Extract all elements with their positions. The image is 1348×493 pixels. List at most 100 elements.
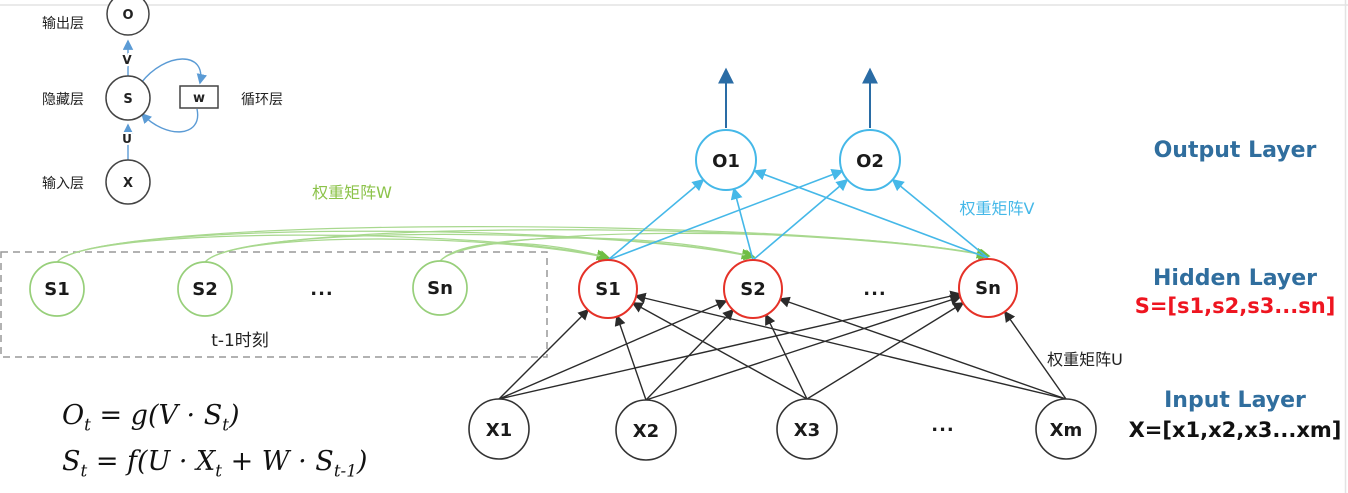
mini-output-node-label: O (122, 8, 133, 23)
output-layer-caption: Output Layer (1128, 140, 1342, 162)
mini-output-layer-label: 输出层 (42, 16, 84, 32)
mini-rnn-diagram: O S X w V U 输出层 隐藏层 输入层 循环层 (42, 0, 283, 205)
hidden-layer-title: Hidden Layer (1153, 266, 1317, 291)
input-layer-caption: Input Layer X=[x1,x2,x3...xm] (1128, 390, 1342, 441)
mini-recurrent-layer-label: 循环层 (241, 92, 283, 108)
u-line-xm-s1 (634, 292, 1067, 400)
mini-weight-box-label: w (193, 91, 205, 106)
hidden-layer-caption: Hidden Layer S=[s1,s2,s3...sn] (1128, 268, 1342, 317)
formula-s-term2: + W · S (222, 446, 334, 477)
mini-hidden-layer-label: 隐藏层 (42, 92, 84, 108)
prev-node-sn (412, 260, 468, 316)
mini-hidden-node-label: S (123, 92, 132, 107)
v-line-s2-o1 (730, 187, 754, 261)
input-node-x3 (776, 398, 838, 460)
output-node-o1-label: O1 (712, 151, 740, 172)
u-line-xm-sn (1004, 310, 1067, 400)
output-layer-title: Output Layer (1153, 138, 1317, 163)
prev-row-ellipsis: ... (310, 279, 334, 300)
u-line-x3-s2 (765, 313, 808, 400)
v-line-sn-o2 (891, 178, 989, 259)
input-node-x2-label: X2 (633, 421, 659, 442)
u-line-x3-s1 (631, 302, 808, 400)
formula-s-close: ) (356, 446, 368, 477)
prev-node-s2-label: S2 (192, 279, 218, 300)
u-line-x2-s1 (614, 314, 647, 401)
state-formula: St = f(U · Xt + W · St-1) (62, 446, 367, 480)
formula-s-lhs-sub: t (80, 460, 88, 481)
u-line-x1-s2 (498, 299, 728, 400)
input-vector-label: X=[x1,x2,x3...xm] (1128, 418, 1342, 442)
output-node-o1 (695, 129, 757, 191)
hidden-row-ellipsis: ... (863, 279, 887, 300)
input-layer-title: Input Layer (1164, 388, 1306, 413)
mini-input-node (105, 159, 151, 205)
mini-output-node (106, 0, 150, 36)
formula-o-rhs: = g(V · S (90, 400, 223, 431)
hidden-layer-nodes: S1 S2 ... Sn (578, 258, 1018, 319)
prev-node-s1 (29, 261, 85, 317)
v-line-sn-o1 (753, 168, 989, 259)
w-curve-s2prev-s2 (204, 233, 755, 263)
w-curve-s2prev-sn (204, 229, 990, 263)
output-layer-nodes: O1 O2 (695, 129, 901, 191)
formula-s-lhs: S (62, 446, 81, 477)
hidden-node-s2 (723, 259, 783, 319)
v-weight-lines (607, 168, 989, 261)
mini-input-node-label: X (123, 176, 133, 191)
input-node-x2 (615, 399, 677, 461)
u-line-x2-sn (645, 294, 962, 401)
mini-recurrent-arc-top (140, 58, 207, 85)
prev-state-nodes: S1 S2 ... Sn t-1时刻 (29, 260, 468, 351)
formula-s-term2-sub: t-1 (333, 460, 357, 481)
formula-o-rhs-sub: t (222, 414, 229, 435)
u-line-x1-sn (498, 290, 962, 400)
w-weight-curves (56, 226, 991, 263)
v-line-s2-o2 (752, 178, 849, 261)
mini-u-edge-label: U (122, 132, 132, 146)
input-node-x3-label: X3 (794, 420, 820, 441)
mini-input-layer-label: 输入层 (42, 176, 84, 192)
prev-state-caption: t-1时刻 (211, 331, 269, 351)
output-formula: Ot = g(V · St) (62, 400, 240, 434)
hidden-node-sn (958, 258, 1018, 318)
u-line-x3-sn (806, 302, 965, 400)
mini-v-edge-label: V (122, 53, 132, 67)
input-node-x1 (468, 398, 530, 460)
u-line-x1-s1 (498, 308, 590, 400)
prev-state-dashed-box (0, 251, 548, 358)
mini-recurrent-arc-bottom (140, 108, 199, 133)
prev-node-s2 (177, 261, 233, 317)
formula-o-lhs: O (62, 400, 85, 431)
formula-o-close: ) (228, 400, 240, 431)
hidden-node-s2-label: S2 (740, 279, 766, 300)
weight-matrix-u-label: 权重矩阵U (1047, 350, 1123, 369)
prev-node-s1-label: S1 (44, 279, 70, 300)
mini-weight-box (179, 85, 219, 109)
output-node-o2-label: O2 (856, 151, 884, 172)
formula-s-term1-sub: t (215, 460, 223, 481)
input-layer-nodes: X1 X2 X3 ... Xm (468, 398, 1097, 461)
hidden-vector-label: S=[s1,s2,s3...sn] (1134, 294, 1336, 318)
output-node-o2 (839, 129, 901, 191)
hidden-node-s1 (578, 259, 638, 319)
w-curve-s1prev-s2 (56, 230, 753, 263)
w-curve-snprev-sn (439, 232, 991, 262)
input-node-xm (1035, 398, 1097, 460)
formula-o-lhs-sub: t (84, 414, 91, 435)
u-weight-lines (498, 290, 1067, 401)
hidden-node-s1-label: S1 (595, 279, 621, 300)
v-line-s1-o2 (607, 169, 844, 261)
formula-s-term1: = f(U · X (87, 446, 216, 477)
input-row-ellipsis: ... (931, 415, 955, 436)
prev-node-sn-label: Sn (427, 278, 453, 299)
u-line-x2-s2 (645, 308, 735, 401)
input-node-x1-label: X1 (486, 420, 512, 441)
v-line-s1-o1 (607, 178, 705, 261)
weight-matrix-w-label: 权重矩阵W (312, 183, 392, 202)
mini-hidden-node (105, 75, 151, 121)
u-line-xm-s2 (778, 296, 1067, 400)
input-node-xm-label: Xm (1050, 420, 1083, 441)
